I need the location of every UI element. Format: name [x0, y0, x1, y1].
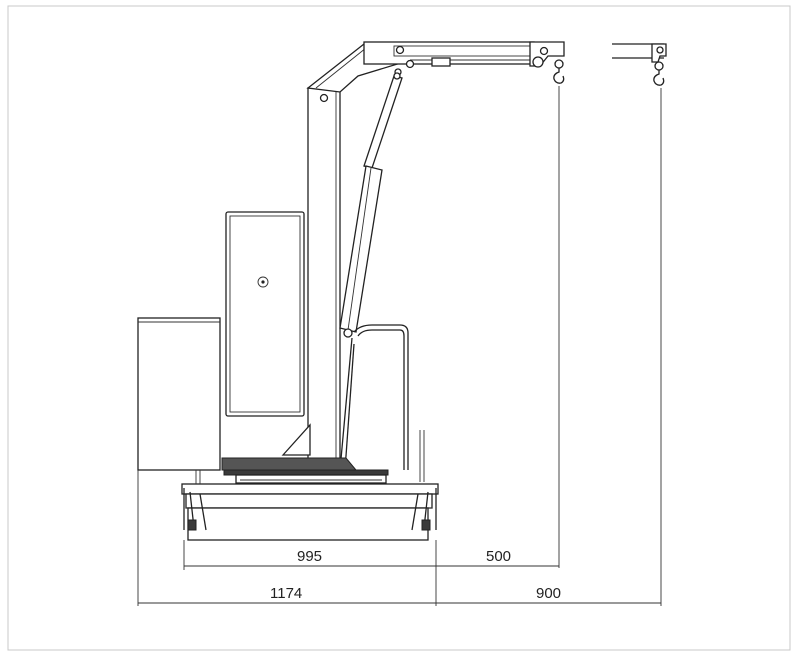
mast — [281, 87, 341, 469]
platform — [221, 457, 389, 484]
dim-reach-short: 500 — [486, 548, 511, 565]
right-caster — [411, 488, 437, 531]
extended-boom-tip — [612, 43, 667, 86]
hydraulic-ram — [339, 72, 403, 338]
counterweight-box — [137, 317, 221, 471]
control-panel — [225, 211, 305, 417]
left-caster — [183, 488, 207, 531]
steering-handle — [339, 324, 425, 482]
dimension-lines — [137, 86, 662, 606]
dim-overall-length: 1174 — [270, 585, 302, 602]
page-border — [7, 5, 791, 651]
dim-reach-long: 900 — [536, 585, 561, 602]
boom — [306, 41, 565, 93]
dim-base-width: 995 — [297, 548, 322, 565]
chassis — [181, 470, 439, 541]
